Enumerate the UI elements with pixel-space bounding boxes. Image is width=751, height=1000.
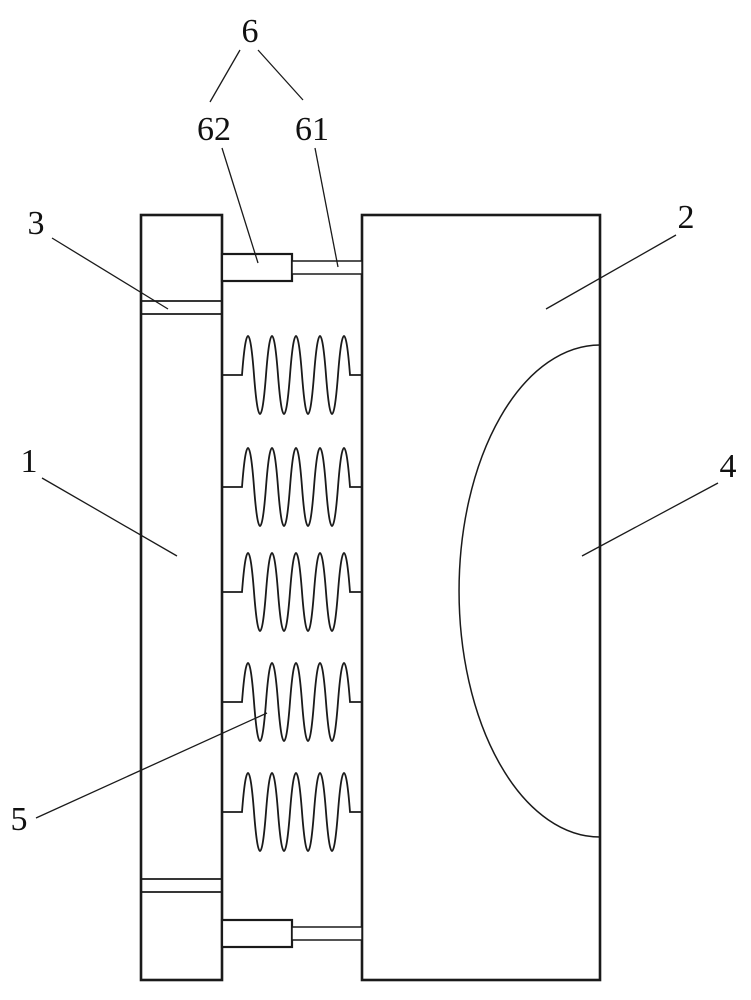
spring xyxy=(222,772,362,852)
bottom-connector-block xyxy=(220,918,294,949)
leader-3 xyxy=(51,237,169,310)
leader-5 xyxy=(35,712,268,819)
left-plate xyxy=(139,213,224,982)
leader-lines xyxy=(35,49,719,819)
label-61: 61 xyxy=(295,111,329,148)
label-3: 3 xyxy=(28,205,45,242)
spring xyxy=(222,335,362,415)
label-6: 6 xyxy=(242,13,259,50)
leader-2 xyxy=(545,234,677,310)
label-4: 4 xyxy=(720,448,737,485)
leader-6-to-62 xyxy=(209,49,241,103)
leader-6-to-61 xyxy=(257,49,304,101)
right-plate xyxy=(360,213,602,982)
leader-61 xyxy=(314,147,339,268)
concave-arc-surface xyxy=(458,344,601,838)
leader-1 xyxy=(41,477,178,557)
bottom-connector-rod xyxy=(291,926,363,941)
label-62: 62 xyxy=(197,111,231,148)
spring xyxy=(222,552,362,632)
left-plate-bottom-seam xyxy=(141,878,222,893)
spring xyxy=(222,447,362,527)
spring xyxy=(222,662,362,742)
leader-4 xyxy=(581,482,719,557)
label-1: 1 xyxy=(21,443,38,480)
spring-set xyxy=(222,335,362,852)
label-2: 2 xyxy=(678,199,695,236)
label-5: 5 xyxy=(11,801,28,838)
top-connector-rod xyxy=(291,260,363,275)
leader-62 xyxy=(221,147,259,264)
